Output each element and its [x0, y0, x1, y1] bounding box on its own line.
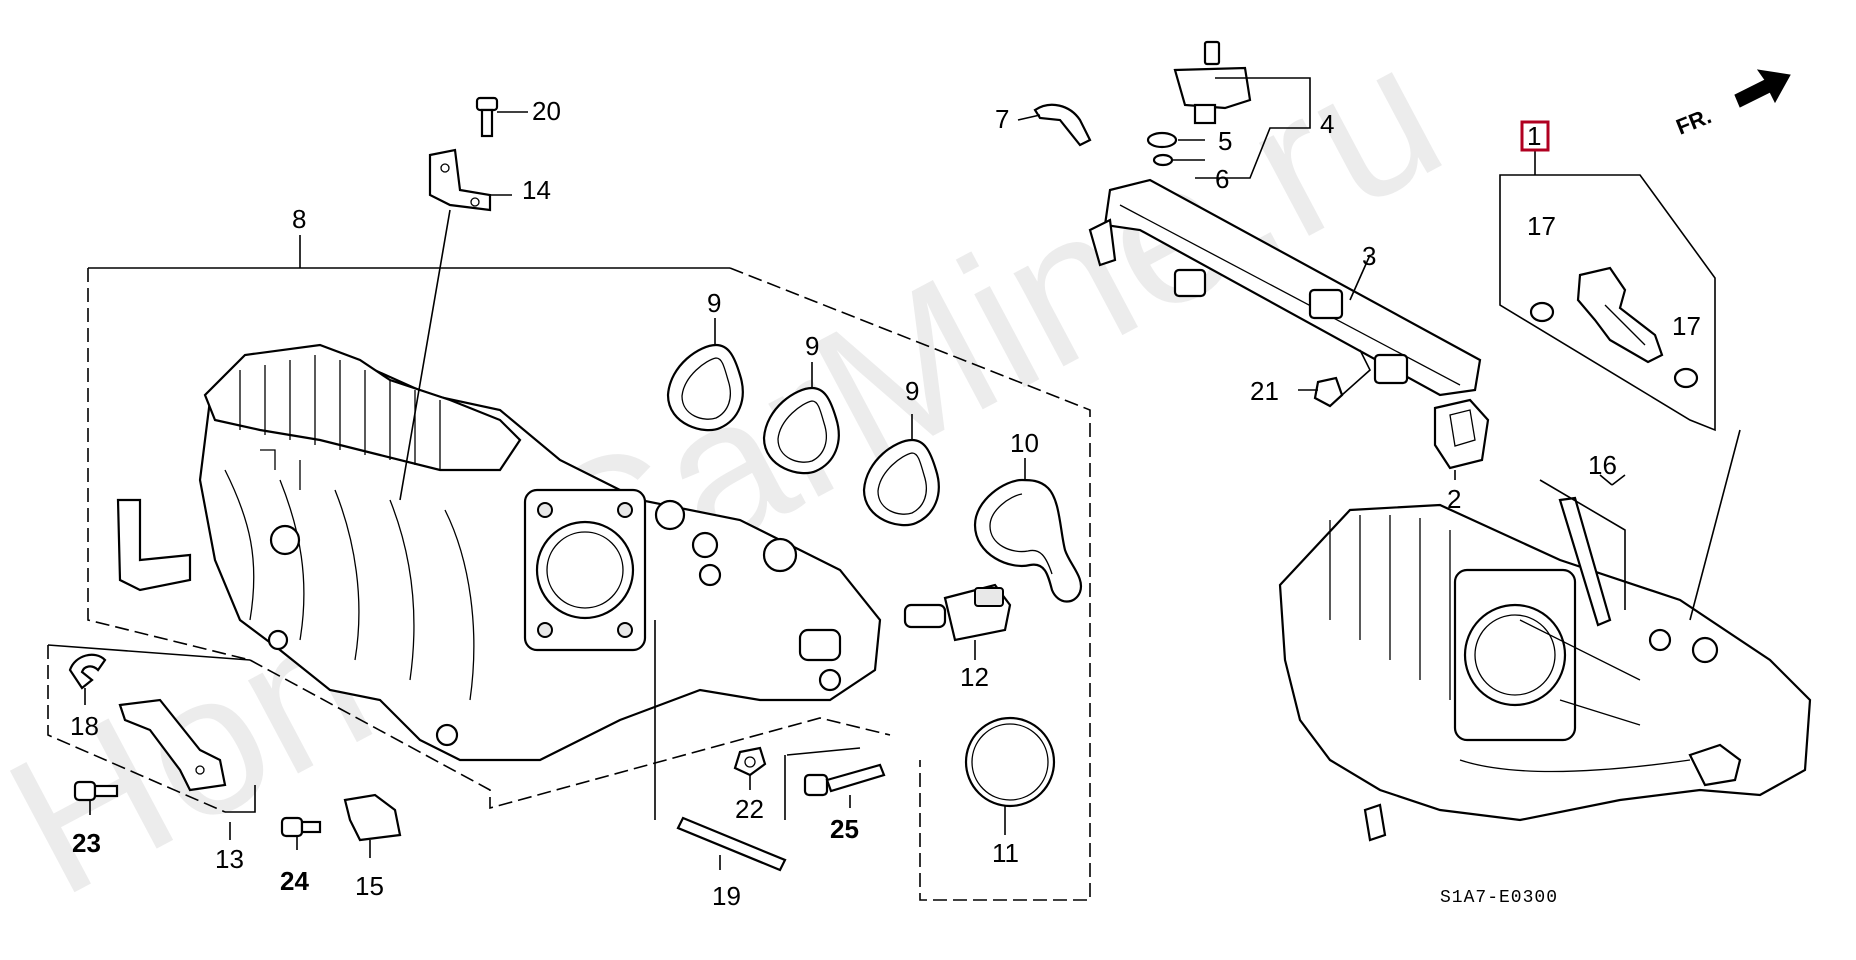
o-ring-6 — [1152, 153, 1174, 167]
callout-18[interactable]: 18 — [70, 711, 99, 741]
sensor-12 — [903, 583, 1012, 642]
callout-labels: 1 2 3 4 5 6 7 8 9 9 9 10 11 12 13 14 15 … — [70, 96, 1701, 911]
callout-5[interactable]: 5 — [1218, 126, 1232, 156]
callout-25[interactable]: 25 — [830, 814, 859, 844]
callout-20[interactable]: 20 — [532, 96, 561, 126]
nut-22 — [733, 746, 767, 777]
bolt-24 — [280, 816, 322, 838]
gasket-9-third — [862, 438, 940, 527]
callout-15[interactable]: 15 — [355, 871, 384, 901]
callout-13[interactable]: 13 — [215, 844, 244, 874]
intake-manifold-illustration — [116, 343, 882, 762]
gasket-10 — [973, 478, 1083, 603]
nut-21 — [1313, 376, 1344, 408]
callout-19[interactable]: 19 — [712, 881, 741, 911]
fuel-rail-3 — [1088, 178, 1482, 397]
gasket-9-second — [762, 386, 840, 475]
bracket-14 — [428, 148, 492, 212]
callout-23[interactable]: 23 — [72, 828, 101, 858]
stud-19 — [676, 816, 787, 872]
front-direction-indicator: FR. — [1673, 69, 1791, 140]
bolt-23 — [73, 780, 119, 802]
callout-12[interactable]: 12 — [960, 662, 989, 692]
callout-8[interactable]: 8 — [292, 204, 306, 234]
bolt-20 — [475, 96, 499, 138]
callout-6[interactable]: 6 — [1215, 164, 1229, 194]
clip-2 — [1433, 398, 1490, 470]
bracket-13 — [118, 698, 227, 792]
bracket-15 — [343, 793, 402, 842]
injector-kit-1 — [1529, 266, 1699, 389]
callout-9-second[interactable]: 9 — [805, 331, 819, 361]
o-ring-5 — [1146, 131, 1178, 149]
callout-9-first[interactable]: 9 — [707, 288, 721, 318]
diagram-code: S1A7-E0300 — [1440, 888, 1558, 908]
callout-7[interactable]: 7 — [995, 104, 1009, 134]
callout-17-left[interactable]: 17 — [1527, 211, 1556, 241]
callout-1[interactable]: 1 — [1527, 121, 1541, 151]
callout-22[interactable]: 22 — [735, 794, 764, 824]
clip-7 — [1033, 103, 1092, 147]
callout-14[interactable]: 14 — [522, 175, 551, 205]
bolt-25 — [803, 763, 886, 797]
callout-9-third[interactable]: 9 — [905, 376, 919, 406]
gasket-11 — [964, 716, 1056, 808]
callout-3[interactable]: 3 — [1362, 241, 1376, 271]
callout-21[interactable]: 21 — [1250, 376, 1279, 406]
leader-lines — [84, 77, 1741, 870]
callout-4[interactable]: 4 — [1320, 109, 1334, 139]
group-outline-13 — [47, 644, 256, 840]
clip-18 — [68, 653, 107, 690]
callout-16[interactable]: 16 — [1588, 450, 1617, 480]
front-direction-label: FR. — [1673, 103, 1715, 139]
group-outline-8 — [87, 235, 1091, 901]
callout-2[interactable]: 2 — [1447, 484, 1461, 514]
callout-17-right[interactable]: 17 — [1672, 311, 1701, 341]
callout-24[interactable]: 24 — [280, 866, 309, 896]
callout-10[interactable]: 10 — [1010, 428, 1039, 458]
front-direction-arrow-icon — [1734, 69, 1791, 108]
manifold-assembled-view — [1278, 496, 1812, 842]
callout-1-highlight-box — [1520, 120, 1550, 152]
gasket-9-first — [666, 343, 744, 432]
callout-11[interactable]: 11 — [992, 838, 1019, 868]
